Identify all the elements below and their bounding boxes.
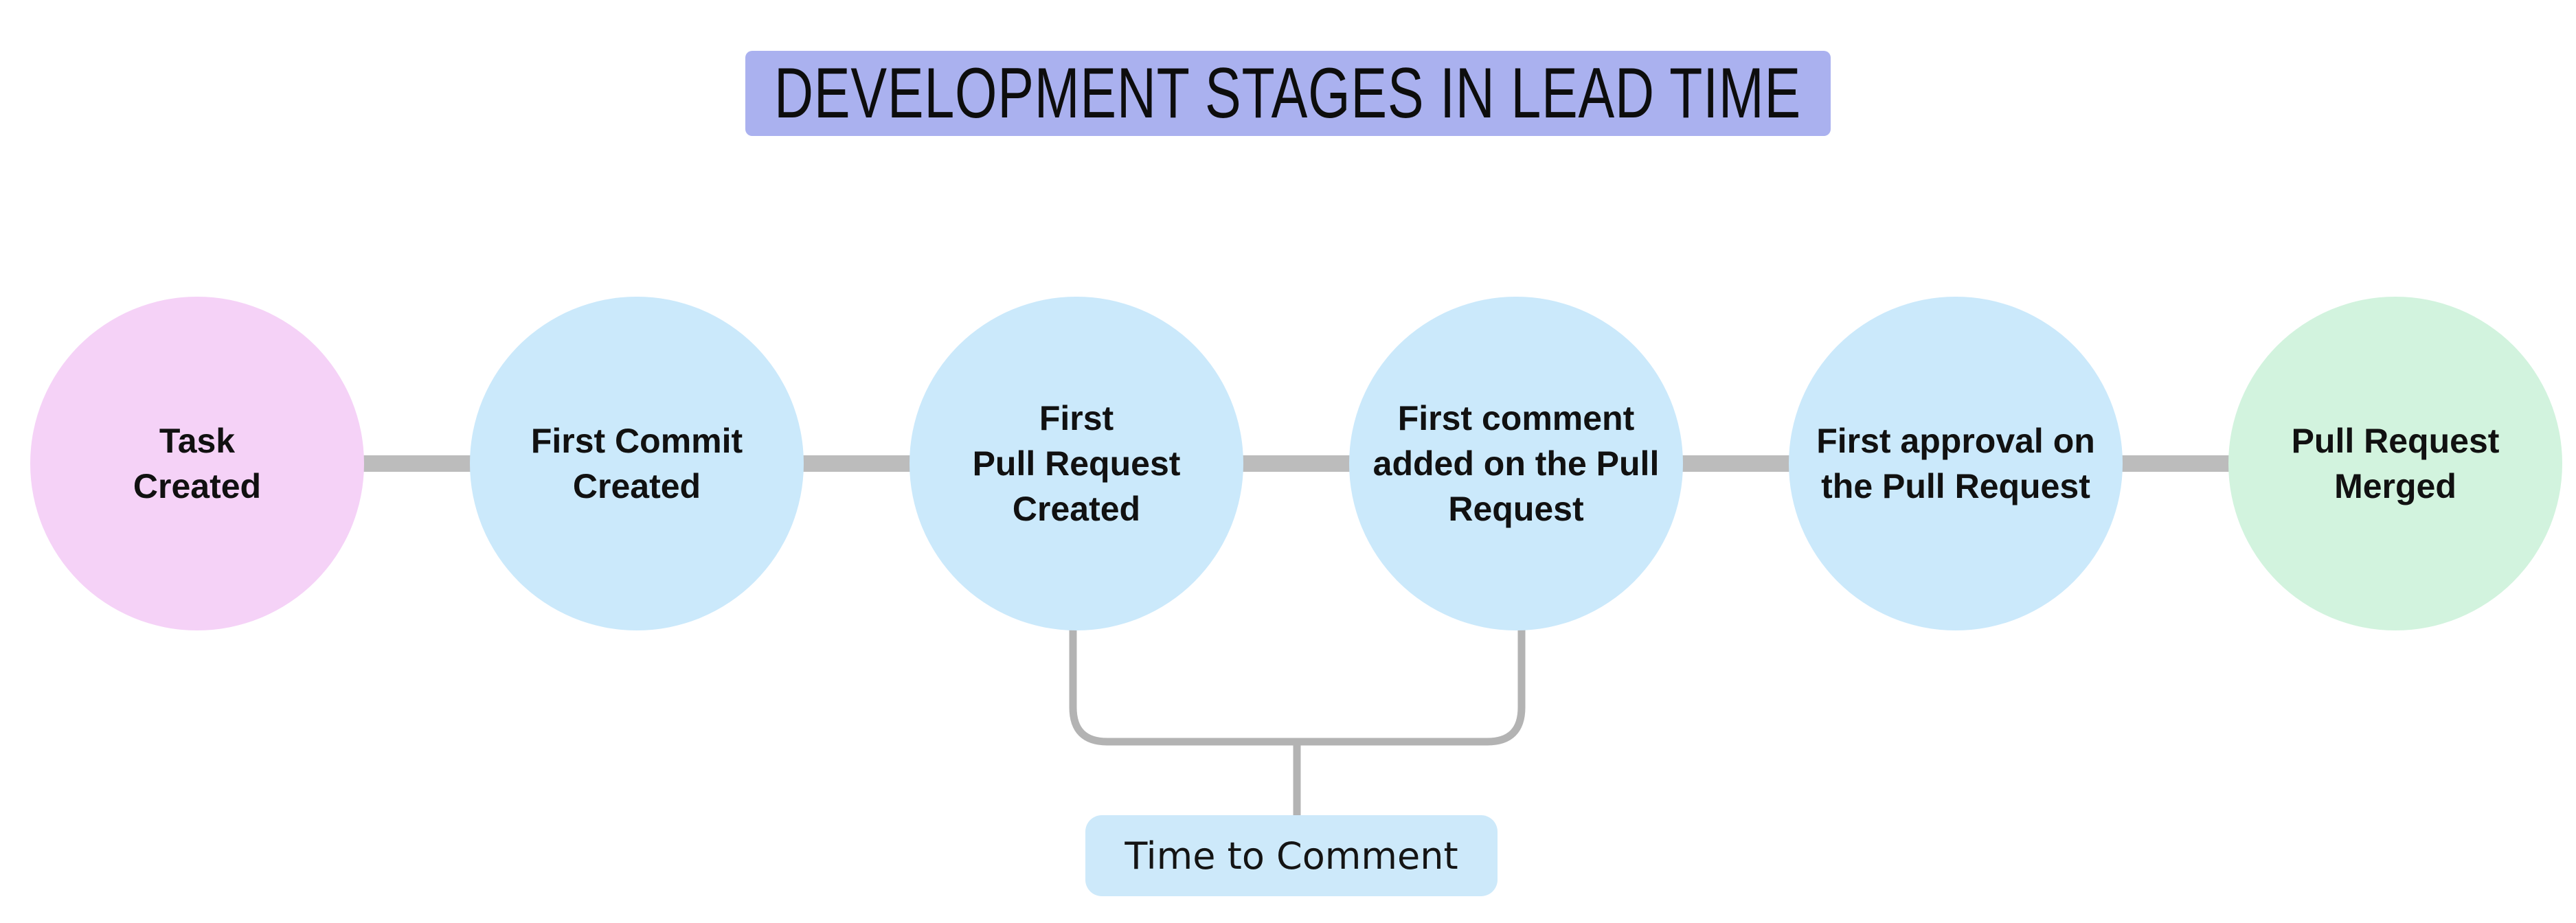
- stage-label: First approval on the Pull Request: [1816, 422, 2095, 505]
- stage-circle-first-pull-request-created: First Pull Request Created: [909, 297, 1243, 630]
- stage-label: Task Created: [133, 422, 262, 505]
- stage-circle-pull-request-merged: Pull Request Merged: [2228, 297, 2562, 630]
- page-title-banner: DEVELOPMENT STAGES IN LEAD TIME: [745, 51, 1831, 136]
- stage-circle-first-comment-added: First comment added on the Pull Request: [1349, 297, 1683, 630]
- stage-label: Pull Request Merged: [2291, 422, 2500, 505]
- stage-circle-first-commit-created: First Commit Created: [470, 297, 804, 630]
- stage-circle-task-created: Task Created: [30, 297, 364, 630]
- stage-label: First Commit Created: [530, 422, 743, 505]
- stage-circle-first-approval: First approval on the Pull Request: [1789, 297, 2123, 630]
- stage-label: First Pull Request Created: [972, 399, 1181, 528]
- page-title: DEVELOPMENT STAGES IN LEAD TIME: [774, 53, 1802, 133]
- bracket-curve: [1069, 628, 1526, 746]
- time-to-comment-label: Time to Comment: [1125, 834, 1458, 878]
- stage-label: First comment added on the Pull Request: [1372, 399, 1660, 528]
- time-to-comment-box: Time to Comment: [1085, 815, 1498, 896]
